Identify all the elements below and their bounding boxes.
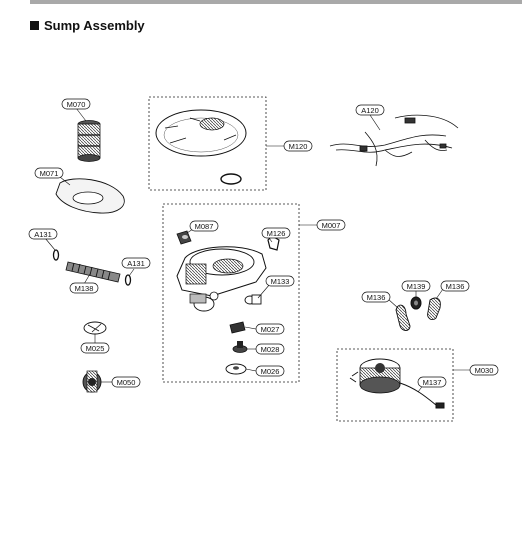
svg-text:M007: M007 [322,221,341,230]
part-m071-filter-plate [55,178,125,214]
part-m050-motor [82,370,102,393]
part-m007-sump-housing [176,246,267,312]
label-m028: M028 [255,343,285,355]
part-m133 [244,294,262,305]
svg-text:M139: M139 [407,282,426,291]
label-m133: M133 [265,275,295,287]
part-m027 [229,321,246,334]
title-bullet-icon [30,21,39,30]
label-m070: M070 [61,98,91,110]
svg-text:M050: M050 [117,378,136,387]
label-m138: M138 [69,282,99,294]
part-labels: M070 M071 A131 M138 A131 M025 M050 M120 [28,98,499,388]
label-m126: M126 [261,227,291,239]
svg-text:M087: M087 [195,222,214,231]
label-m071: M071 [34,167,64,179]
part-a120-wire-harness [329,114,459,167]
svg-text:M126: M126 [267,229,286,238]
svg-text:M070: M070 [67,100,86,109]
part-m087 [176,230,192,245]
label-m030: M030 [469,364,499,376]
svg-text:M120: M120 [289,142,308,151]
part-m028 [232,341,248,353]
svg-text:M026: M026 [261,367,280,376]
part-a131-left-oring [52,249,60,261]
svg-text:M136: M136 [446,282,465,291]
svg-text:A131: A131 [34,230,52,239]
label-m136-left: M136 [361,291,391,303]
part-m026 [225,363,247,375]
label-a131-right: A131 [121,257,151,269]
part-m136-left [395,304,411,331]
svg-text:M027: M027 [261,325,280,334]
label-m137: M137 [417,376,447,388]
label-m139: M139 [401,280,431,292]
label-m026: M026 [255,365,285,377]
part-m139 [410,296,422,310]
label-m007: M007 [316,219,346,231]
group-box-m007 [162,203,300,383]
label-m136-right: M136 [440,280,470,292]
part-a131-right-oring [124,274,132,286]
svg-text:M137: M137 [423,378,442,387]
label-a120: A120 [355,104,385,116]
svg-text:M025: M025 [86,344,105,353]
label-m025: M025 [80,342,110,354]
svg-text:M030: M030 [475,366,494,375]
part-m137-cable [399,382,445,409]
svg-text:A120: A120 [361,106,379,115]
part-m025 [83,321,107,335]
svg-text:M138: M138 [75,284,94,293]
part-m070-filter [77,120,101,162]
part-m136-right [427,297,441,321]
svg-text:M133: M133 [271,277,290,286]
label-m087: M087 [189,220,219,232]
label-m027: M027 [255,323,285,335]
svg-text:M028: M028 [261,345,280,354]
svg-text:A131: A131 [127,259,145,268]
part-m138-hose [65,261,121,283]
page-title: Sump Assembly [44,18,145,33]
section-title: Sump Assembly [30,18,145,33]
part-m120-spray-disc [155,109,247,185]
label-m050: M050 [111,376,141,388]
svg-text:M136: M136 [367,293,386,302]
group-box-m030 [336,348,454,422]
svg-text:M071: M071 [40,169,59,178]
label-m120: M120 [283,140,313,152]
leader-lines [44,107,470,393]
part-m030-pump [349,358,401,394]
group-box-m120 [148,96,267,191]
label-a131-left: A131 [28,228,58,240]
top-rule [30,0,522,4]
